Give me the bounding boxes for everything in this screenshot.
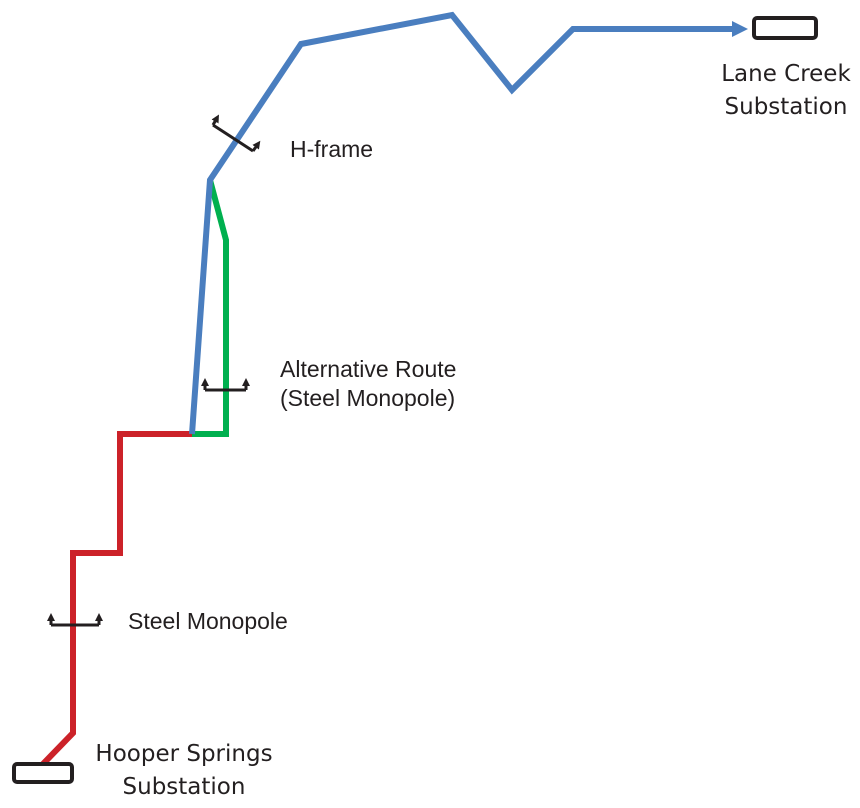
route-arrowhead [732,21,748,37]
lane-creek-label-line1: Lane Creek [721,61,851,87]
hooper-springs-substation-box [12,762,74,784]
lane-creek-substation-label: Lane Creek Substation [713,58,859,123]
h-frame-route-line [189,11,740,435]
alternative-route-label-line1: Alternative Route [280,356,457,382]
lane-creek-label-line2: Substation [724,93,848,120]
lane-creek-substation-box [752,16,818,40]
hooper-springs-substation-label: Hooper Springs Substation [86,738,282,803]
h-frame-label: H-frame [290,136,374,162]
steel-monopole-route-line [39,431,192,768]
alternative-route-label: Alternative Route (Steel Monopole) [280,355,456,413]
alternative-route-section-marker-icon [201,378,250,392]
hooper-springs-label-line2: Substation [122,773,246,800]
steel-monopole-label: Steel Monopole [128,608,288,634]
alternative-route-label-line2: (Steel Monopole) [280,384,456,411]
alternative-route-line [192,179,229,437]
hooper-springs-label-line1: Hooper Springs [95,741,273,767]
h-frame-section-marker-icon [211,114,261,153]
steel-monopole-section-marker-icon [47,613,103,627]
